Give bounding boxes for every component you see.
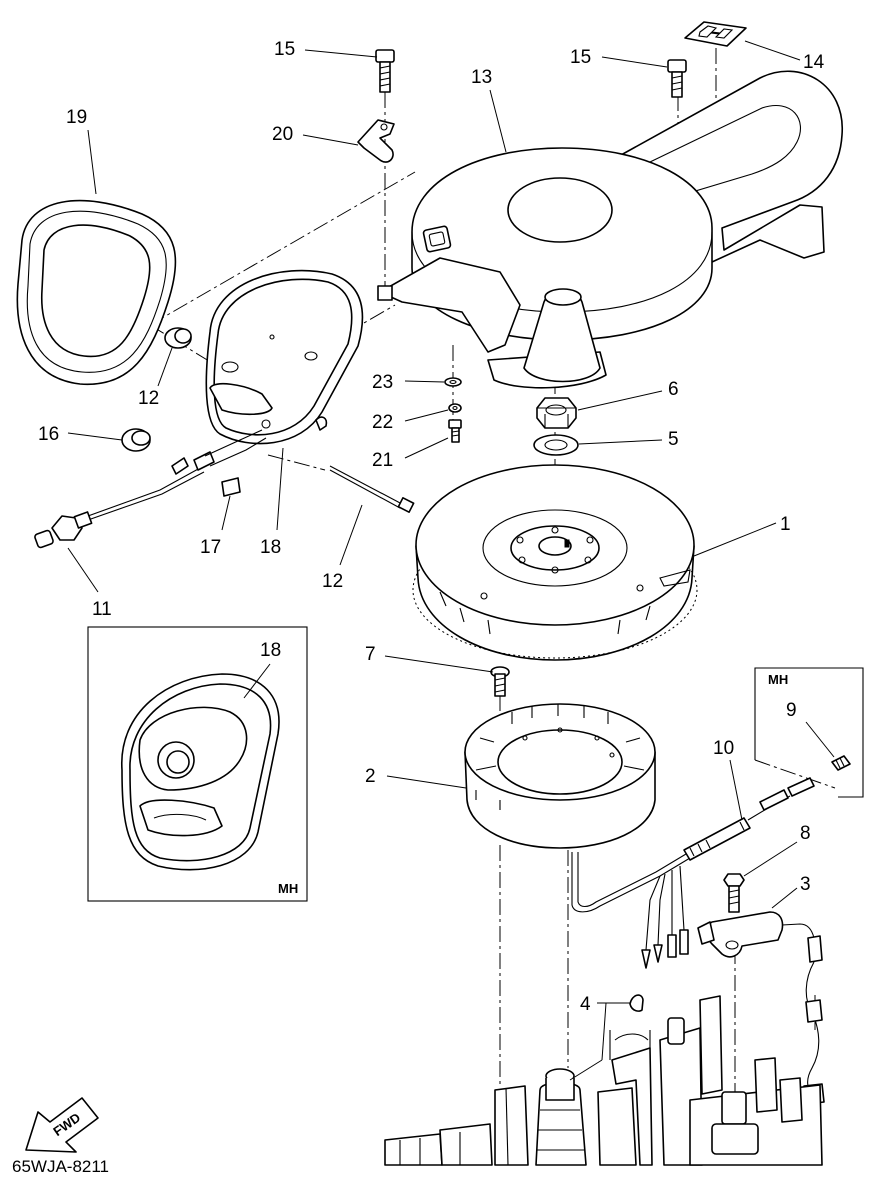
callout-1: 1 — [780, 514, 791, 535]
callout-18: 18 — [260, 537, 281, 558]
grommet-12-upper — [164, 327, 192, 349]
flywheel-cover — [377, 70, 843, 389]
woodruff-key — [629, 994, 644, 1012]
callout-18-inset: 18 — [260, 640, 281, 661]
stator-coil — [464, 703, 656, 849]
callout-8: 8 — [800, 823, 811, 844]
clamp — [357, 119, 395, 163]
washer-23 — [444, 377, 462, 387]
inset-right-variant-label: MH — [768, 672, 788, 687]
flywheel — [412, 464, 698, 661]
inset-mh-cover: MH — [87, 626, 308, 902]
callout-12-upper: 12 — [138, 388, 159, 409]
callout-5: 5 — [668, 429, 679, 450]
starter-cup-cone — [523, 288, 601, 383]
inset-left-variant-label: MH — [278, 881, 298, 896]
callout-22: 22 — [372, 412, 393, 433]
nut-6 — [536, 397, 577, 429]
diagram-code: 65WJA-8211 — [12, 1157, 109, 1176]
leader-lines — [67, 40, 835, 1081]
callout-3: 3 — [800, 874, 811, 895]
callout-19: 19 — [66, 107, 87, 128]
callout-11: 11 — [92, 599, 112, 620]
callout-10: 10 — [713, 738, 734, 759]
bolt-15-right — [667, 59, 687, 98]
callout-2: 2 — [365, 766, 376, 787]
pad-17 — [221, 477, 241, 497]
bolt-21 — [448, 419, 462, 443]
callout-20: 20 — [272, 124, 293, 145]
callout-4: 4 — [580, 994, 591, 1015]
label-plate — [684, 21, 747, 47]
callouts: 15 15 14 13 19 20 12 23 6 22 5 16 21 17 … — [38, 39, 825, 1015]
callout-21: 21 — [372, 450, 393, 471]
forward-direction-arrow: FWD — [25, 1097, 99, 1153]
callout-17: 17 — [200, 537, 221, 558]
bolt-15-left — [375, 49, 395, 93]
callout-23: 23 — [372, 372, 393, 393]
callout-9: 9 — [786, 700, 797, 721]
cover-18 — [205, 269, 364, 445]
bolt-7 — [490, 666, 510, 697]
cap-16 — [121, 428, 151, 452]
callout-12-lower: 12 — [322, 571, 343, 592]
grommet-19 — [16, 199, 177, 386]
lock-washer-22 — [448, 403, 462, 413]
sensor-11 — [34, 429, 267, 549]
callout-15-right: 15 — [570, 47, 591, 68]
callout-16: 16 — [38, 424, 59, 445]
crankcase — [384, 995, 823, 1166]
callout-7: 7 — [365, 644, 376, 665]
callout-14: 14 — [803, 52, 825, 73]
inset-mh-screw: MH — [754, 667, 864, 798]
bolt-8 — [723, 873, 745, 913]
wire-harness — [571, 777, 815, 969]
callout-15-left: 15 — [274, 39, 295, 60]
washer-5 — [533, 434, 579, 456]
cable-tie-12-lower — [329, 465, 415, 513]
cover-boss — [422, 225, 452, 253]
callout-13: 13 — [471, 67, 492, 88]
callout-6: 6 — [668, 379, 679, 400]
screw-9 — [831, 755, 851, 771]
